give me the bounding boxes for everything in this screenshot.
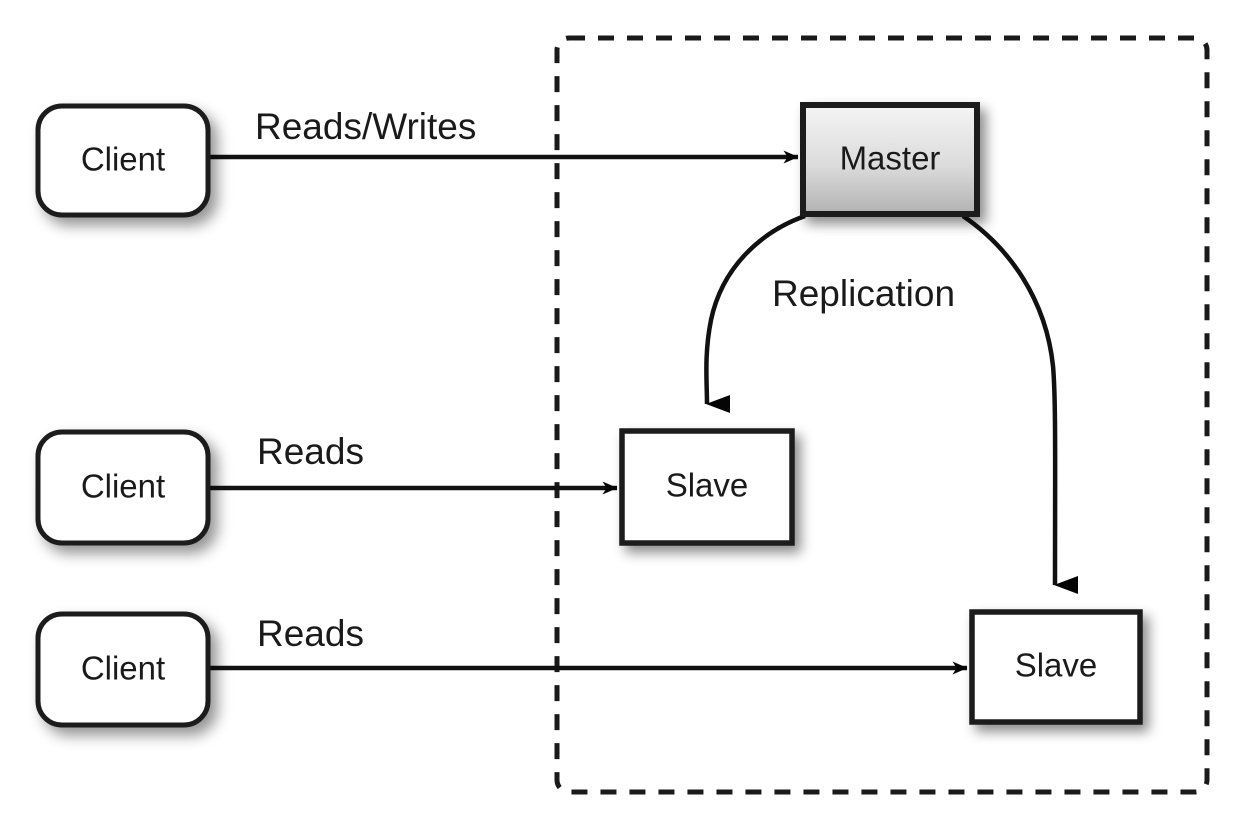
edge-master-slave1 — [704, 213, 806, 413]
node-client-2[interactable]: Client — [35, 429, 211, 546]
slave-2-box[interactable] — [969, 609, 1143, 725]
slave-1-box[interactable] — [619, 428, 795, 546]
client-3-label: Client — [81, 650, 165, 687]
edge-label-reads-slave2: Reads — [257, 613, 364, 654]
slave-2-label: Slave — [1015, 647, 1098, 684]
edge-label-reads-slave1: Reads — [257, 431, 364, 472]
master-label: Master — [840, 140, 941, 177]
edge-master-slave2 — [961, 214, 1079, 595]
client-2-label: Client — [81, 468, 165, 505]
slave-1-label: Slave — [666, 467, 749, 504]
client-1-box[interactable] — [35, 103, 211, 218]
node-client-3[interactable]: Client — [35, 611, 211, 728]
master-box[interactable] — [800, 102, 980, 217]
client-2-box[interactable] — [35, 429, 211, 546]
node-master[interactable]: Master — [800, 102, 980, 217]
node-slave-2[interactable]: Slave — [969, 609, 1143, 725]
node-slave-1[interactable]: Slave — [619, 428, 795, 546]
node-client-1[interactable]: Client — [35, 103, 211, 218]
client-1-label: Client — [81, 141, 165, 178]
edge-label-reads-writes: Reads/Writes — [255, 106, 476, 147]
edge-label-replication: Replication — [772, 273, 955, 314]
client-3-box[interactable] — [35, 611, 211, 728]
